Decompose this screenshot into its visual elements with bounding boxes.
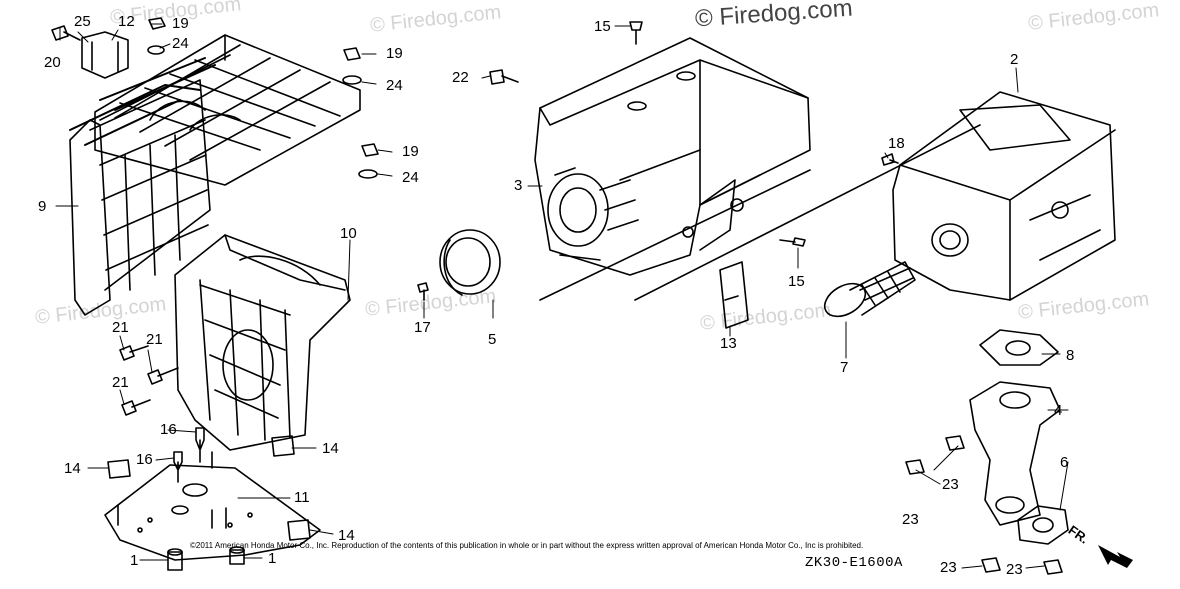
plate-13	[719, 261, 749, 329]
callout-17: 17	[414, 319, 431, 336]
callout-19: 19	[402, 143, 419, 160]
mounting-plate-11	[104, 464, 321, 561]
collar-1	[167, 546, 245, 571]
callout-3: 3	[514, 177, 523, 194]
callout-2: 2	[1010, 51, 1019, 68]
callout-19: 19	[172, 15, 189, 32]
nut-19	[148, 17, 379, 157]
callout-19: 19	[386, 45, 403, 62]
callout-24: 24	[402, 169, 419, 186]
washer-24	[147, 45, 378, 179]
callout-25: 25	[74, 13, 91, 30]
rubber-mount-14	[107, 435, 311, 541]
callout-21: 21	[146, 331, 163, 348]
callout-5: 5	[488, 331, 497, 348]
callout-14: 14	[322, 440, 339, 457]
callout-1: 1	[130, 552, 139, 569]
screw-16	[173, 427, 213, 483]
front-direction-arrow	[1098, 545, 1133, 568]
screw-15	[629, 21, 806, 247]
muffler-protector-9	[69, 34, 361, 316]
callout-11: 11	[294, 489, 310, 506]
callout-21: 21	[112, 319, 129, 336]
bolt-20	[51, 25, 81, 41]
callout-10: 10	[340, 225, 357, 242]
callout-20: 20	[44, 54, 61, 71]
callout-18: 18	[888, 135, 905, 152]
callout-8: 8	[1066, 347, 1075, 364]
bolt-22	[489, 69, 519, 85]
gasket-8	[979, 329, 1059, 366]
callout-23: 23	[942, 476, 959, 493]
callout-4: 4	[1054, 402, 1063, 419]
bolt-21	[119, 345, 179, 416]
callout-21: 21	[112, 374, 129, 391]
callout-23: 23	[940, 559, 957, 576]
nut-23	[905, 435, 1063, 575]
callout-24: 24	[172, 35, 189, 52]
callout-14: 14	[64, 460, 81, 477]
callout-14: 14	[338, 527, 355, 544]
spark-arrester-7	[823, 261, 916, 318]
screw-17	[417, 282, 429, 301]
callout-22: 22	[452, 69, 469, 86]
callout-16: 16	[136, 451, 153, 468]
callout-15: 15	[788, 273, 805, 290]
screw-18	[881, 153, 899, 166]
gasket-6	[1017, 505, 1069, 545]
callout-16: 16	[160, 421, 177, 438]
callout-12: 12	[118, 13, 135, 30]
exhaust-pipe-4	[969, 381, 1061, 526]
diagram-code: ZK30-E1600A	[805, 555, 903, 571]
copyright-notice: ©2011 American Honda Motor Co., Inc. Rep…	[190, 541, 864, 550]
callout-23: 23	[1006, 561, 1023, 578]
callout-9: 9	[38, 198, 47, 215]
exhaust-cap-5	[439, 229, 501, 296]
protector-10	[174, 234, 351, 451]
callout-23: 23	[902, 511, 919, 528]
callout-24: 24	[386, 77, 403, 94]
callout-15: 15	[594, 18, 611, 35]
muffler-2	[892, 91, 1116, 301]
bracket-12	[81, 31, 129, 79]
muffler-cover-3	[534, 37, 981, 301]
callout-6: 6	[1060, 454, 1069, 471]
callout-7: 7	[840, 359, 849, 376]
callout-1: 1	[268, 550, 277, 567]
callout-13: 13	[720, 335, 737, 352]
